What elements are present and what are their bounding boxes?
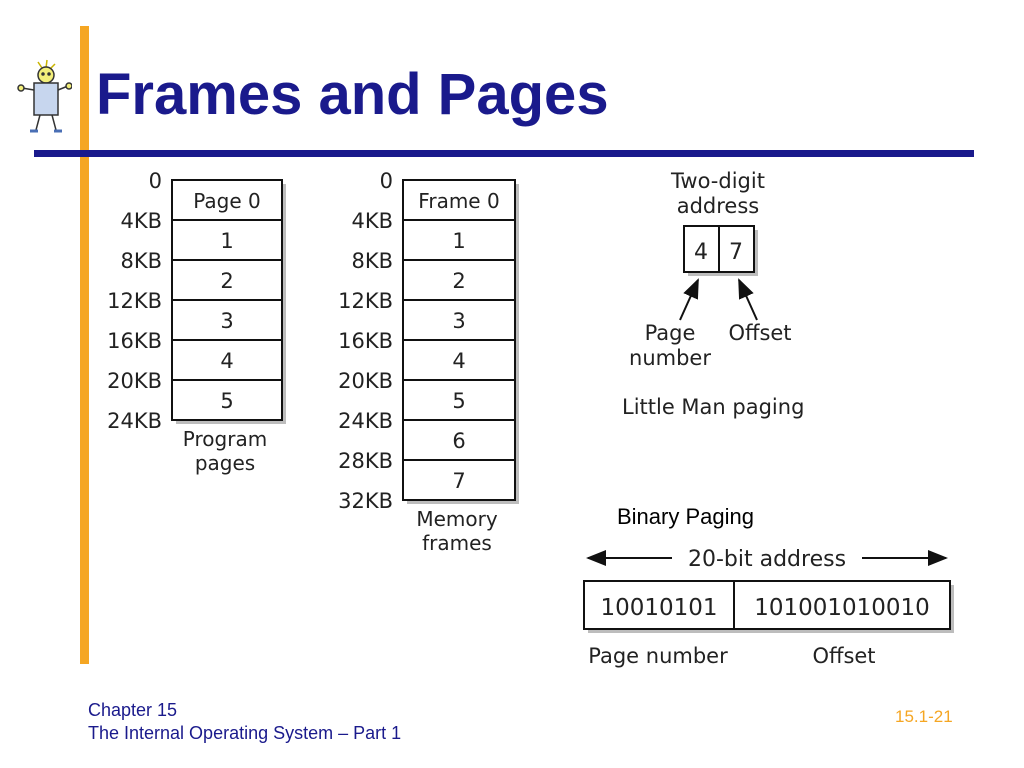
program-pages-cell-label: 2 (220, 269, 233, 293)
page-number-label-line2: number (629, 346, 711, 370)
memory-frames-cell (402, 179, 516, 221)
title-underline-rule (34, 150, 974, 157)
memory-frames-address-label: 20KB (338, 369, 393, 393)
memory-frames-address-label: 12KB (338, 289, 393, 313)
program-pages-cell (171, 299, 283, 341)
slide-title: Frames and Pages (96, 62, 609, 127)
program-pages-cell-label: 3 (220, 309, 233, 333)
page-bits: 10010101 (600, 595, 717, 621)
memory-frames-cell-label: 2 (452, 269, 465, 293)
offset-bits: 101001010010 (754, 595, 930, 621)
memory-frames-address-label: 28KB (338, 449, 393, 473)
memory-frames-caption-line2: frames (422, 531, 492, 555)
memory-frames-address-label: 24KB (338, 409, 393, 433)
page-digit: 4 (694, 240, 708, 265)
offset-label: Offset (728, 321, 791, 345)
memory-frames-cell-label: 7 (452, 469, 465, 493)
program-pages-cell (171, 219, 283, 261)
memory-frames-cell-label: 4 (452, 349, 465, 373)
program-pages-address-label: 4KB (120, 209, 162, 233)
program-pages-cell-label: 4 (220, 349, 233, 373)
footer-chapter: Chapter 15 (88, 700, 178, 720)
slide-number: 15.1-21 (895, 707, 953, 726)
memory-frames-cell (402, 339, 516, 381)
binary-paging-caption: Binary Paging (617, 504, 754, 529)
memory-frames-cell-label: 1 (452, 229, 465, 253)
footer-subtitle: The Internal Operating System – Part 1 (88, 723, 402, 743)
memory-frames-cell (402, 219, 516, 261)
memory-frames-table: Frame 0 1 2 3 4 5 6 7 0 4KB 8KB 12KB 16KB 20KB 24KB 28K… (338, 169, 519, 555)
orange-vertical-rule (80, 26, 89, 664)
memory-frames-address-label: 8KB (351, 249, 393, 273)
memory-frames-address-label: 0 (380, 169, 393, 193)
two-digit-header-line1: Two-digit (670, 169, 765, 193)
offset-bits-label: Offset (812, 644, 875, 668)
memory-frames-cell-label: Frame 0 (418, 189, 499, 213)
program-pages-address-label: 0 (149, 169, 162, 193)
program-pages-address-label: 16KB (107, 329, 162, 353)
little-man-caption: Little Man paging (622, 395, 804, 419)
memory-frames-address-label: 16KB (338, 329, 393, 353)
little-man-mascot-icon (17, 59, 72, 133)
offset-digit: 7 (729, 240, 743, 265)
memory-frames-cell-label: 3 (452, 309, 465, 333)
memory-frames-cell-label: 6 (452, 429, 465, 453)
memory-frames-address-label: 32KB (338, 489, 393, 513)
program-pages-caption-line2: pages (195, 451, 255, 475)
page-number-label-line1: Page (645, 321, 696, 345)
two-digit-header-line2: address (677, 194, 760, 218)
binary-address-box (583, 580, 951, 630)
program-pages-address-label: 24KB (107, 409, 162, 433)
memory-frames-caption-line1: Memory (416, 507, 498, 531)
program-pages-cell (171, 379, 283, 421)
program-pages-table: Page 0 1 2 3 4 5 0 4KB 8KB 12KB 16KB 20KB 24KB Progra… (107, 169, 286, 475)
page-number-bits-label: Page number (588, 644, 728, 668)
memory-frames-cell (402, 259, 516, 301)
memory-frames-cell (402, 379, 516, 421)
program-pages-cell-label: Page 0 (193, 189, 261, 213)
program-pages-cell-label: 5 (220, 389, 233, 413)
program-pages-cell (171, 259, 283, 301)
program-pages-address-label: 12KB (107, 289, 162, 313)
program-pages-address-label: 8KB (120, 249, 162, 273)
program-pages-caption-line1: Program (183, 427, 267, 451)
memory-frames-address-label: 4KB (351, 209, 393, 233)
offset-arrow (738, 278, 758, 321)
program-pages-cell-label: 1 (220, 229, 233, 253)
memory-frames-cell (402, 459, 516, 501)
program-pages-address-label: 20KB (107, 369, 162, 393)
page-number-arrow (679, 278, 699, 321)
address-width-label: 20-bit address (688, 547, 846, 572)
memory-frames-cell (402, 419, 516, 461)
memory-frames-cell-label: 5 (452, 389, 465, 413)
memory-frames-cell (402, 299, 516, 341)
